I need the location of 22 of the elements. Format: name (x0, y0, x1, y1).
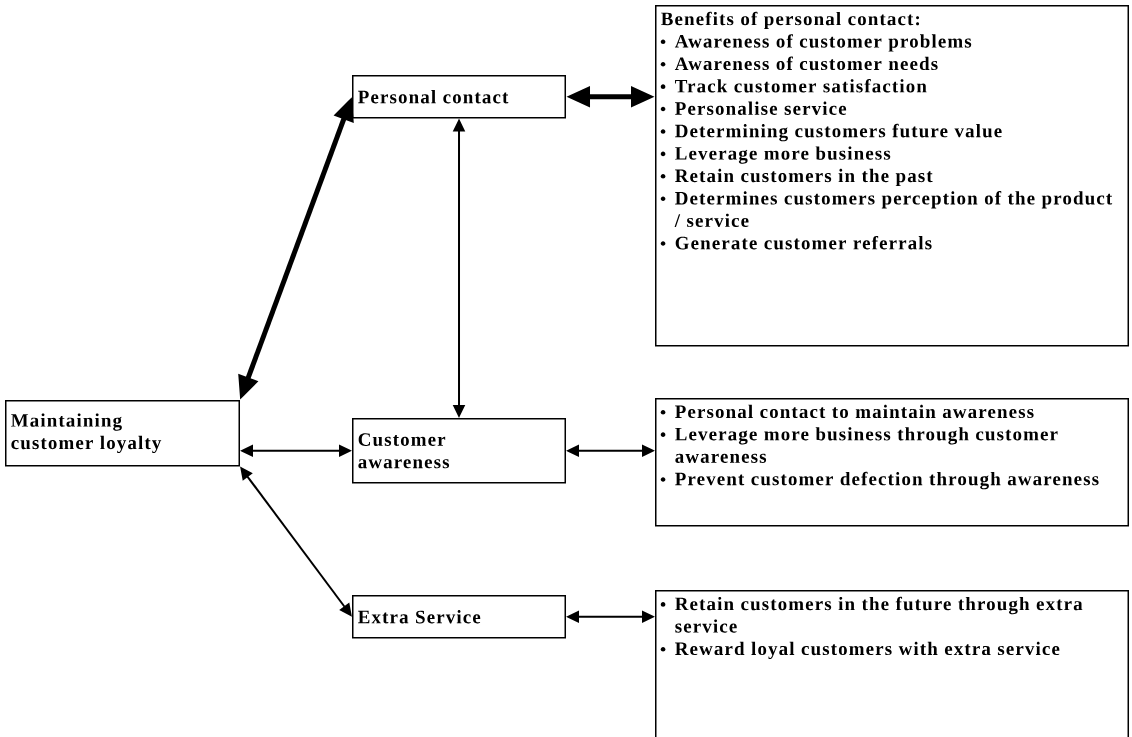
process-box: Extra Service (352, 595, 566, 639)
process-box: Maintaining customer loyalty (5, 400, 240, 467)
bullet-item: Retain customers in the past (660, 168, 933, 186)
bullet-item: Awareness of customer problems (660, 34, 972, 52)
bullet-item: Personal contact to maintain awareness (660, 404, 1034, 419)
bullet-item: Determining customers future value (660, 123, 1002, 142)
bullet-item: Leverage more business (660, 146, 891, 164)
process-box: Personal contact (352, 75, 566, 119)
list-heading: Benefits of personal contact: (661, 11, 920, 30)
bullet-item: Awareness of customer needs (660, 56, 938, 71)
process-box: Customer awareness (352, 418, 566, 484)
text-box (655, 590, 1129, 737)
bullet-item: Track customer satisfaction (660, 79, 927, 93)
bullet-item: Generate customer referrals (660, 235, 932, 250)
text-box (655, 5, 1129, 347)
bullet-item: Leverage more business through customer awareness (660, 427, 1058, 463)
bullet-item: Determines customers perception of the product / service (660, 191, 1113, 227)
bullet-item: Retain customers in the future through extra service (660, 596, 1083, 633)
bullet-item: Prevent customer defection through awareness (660, 471, 1099, 490)
text-box (655, 398, 1129, 527)
bullet-item: Personalise service (660, 101, 847, 115)
bullet-item: Reward loyal customers with extra service (660, 641, 1060, 659)
